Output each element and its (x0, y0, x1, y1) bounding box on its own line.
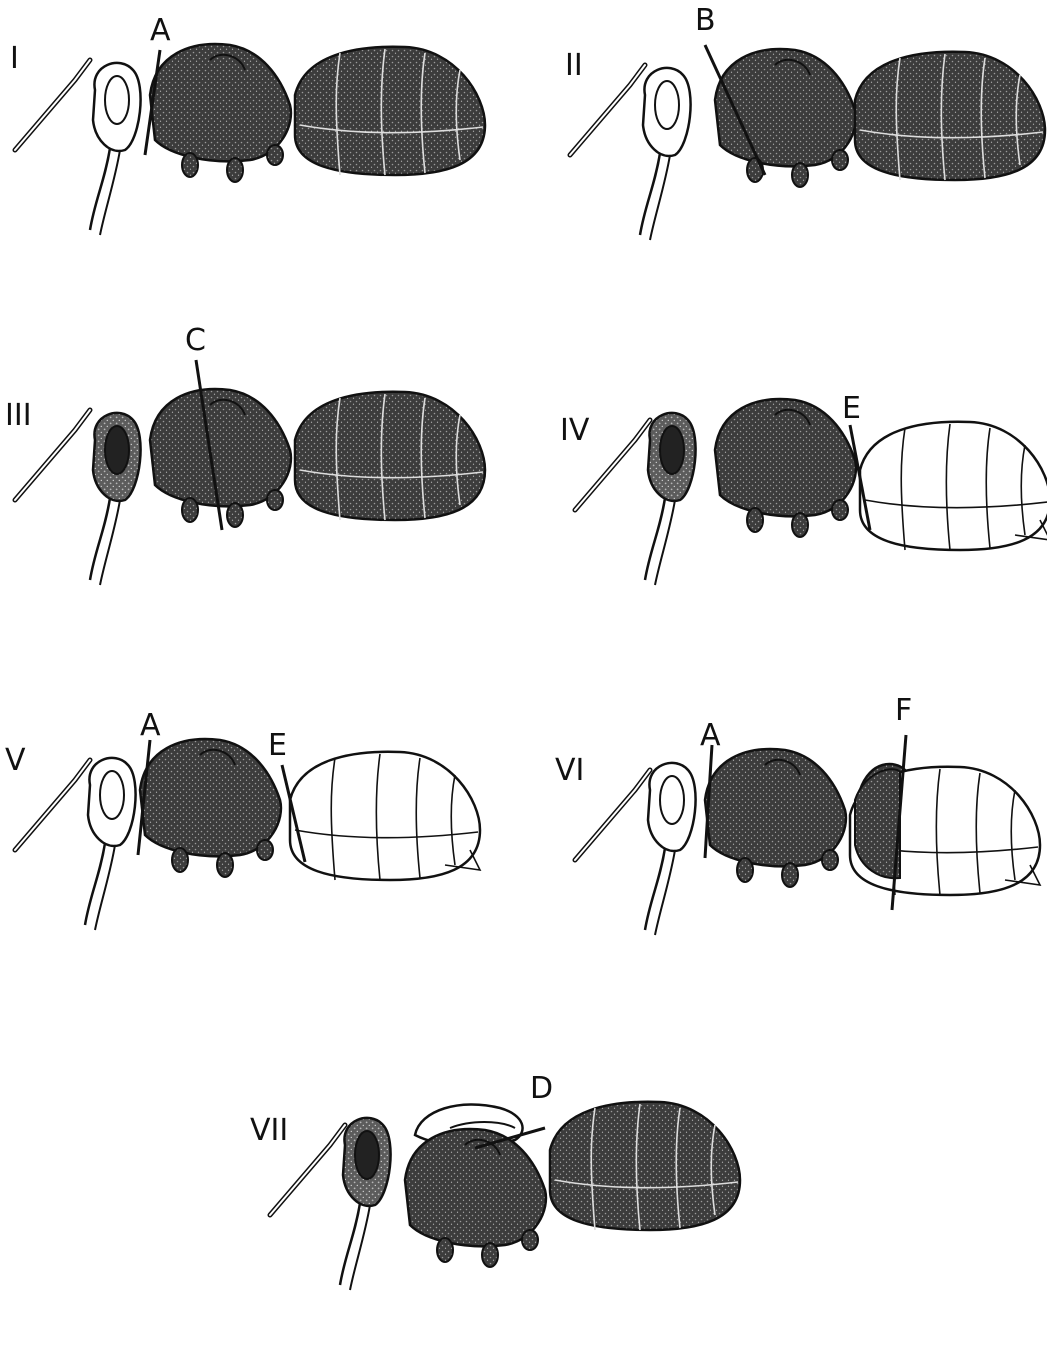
panel-IV: IV E (560, 391, 1047, 585)
panel-II: II B (565, 3, 1045, 240)
cut-label: A (150, 13, 171, 48)
cut-label: D (530, 1071, 553, 1106)
cut-label: E (842, 391, 861, 426)
cut-label: E (268, 728, 287, 763)
panel-numeral: IV (560, 413, 590, 448)
panel-VI: VI A F (555, 693, 1040, 935)
panel-III: III C (5, 323, 485, 585)
panel-V: V A E (5, 708, 480, 930)
cut-label: C (185, 323, 206, 358)
panel-I: I A (10, 13, 485, 235)
cut-label: F (895, 693, 912, 728)
panel-numeral: II (565, 48, 583, 83)
cut-label: B (695, 3, 716, 38)
panel-numeral: VI (555, 753, 584, 788)
cut-label: A (700, 718, 721, 753)
panel-numeral: I (10, 41, 19, 76)
panel-VII: VII D (250, 1071, 740, 1290)
cut-label: A (140, 708, 161, 743)
panel-numeral: III (5, 398, 32, 433)
panel-numeral: V (5, 743, 26, 778)
panel-numeral: VII (250, 1113, 288, 1148)
